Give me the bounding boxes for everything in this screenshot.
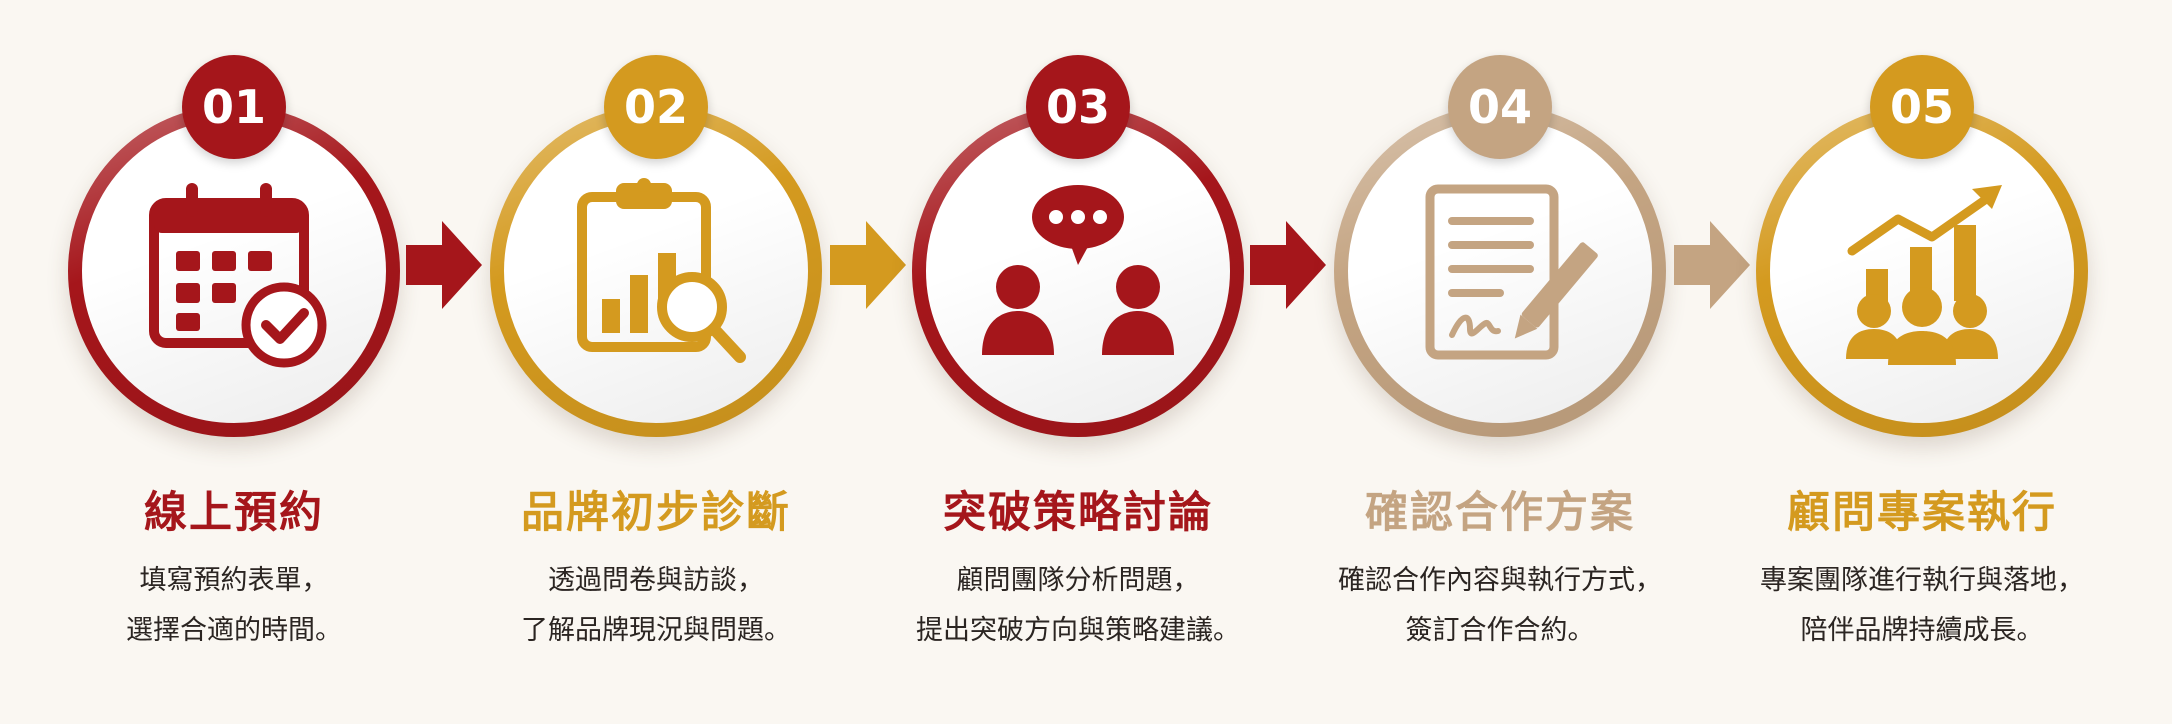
contract-signing-icon [1400, 175, 1600, 375]
step-number-badge: 05 [1870, 55, 1974, 159]
step-number-badge: 04 [1448, 55, 1552, 159]
step-title: 線上預約 [144, 488, 324, 538]
step-description: 填寫預約表單， 選擇合適的時間。 [24, 556, 444, 656]
step-description-line: 選擇合適的時間。 [126, 615, 342, 646]
step-description-line: 陪伴品牌持續成長。 [1800, 615, 2044, 646]
step-description: 確認合作內容與執行方式， 簽訂合作合約。 [1290, 556, 1710, 656]
arrow-right-icon [1674, 215, 1750, 315]
arrow-right-icon [406, 215, 482, 315]
step-number-badge: 03 [1026, 55, 1130, 159]
clipboard-chart-magnifier-icon [556, 175, 756, 375]
step-5: 05 顧問專案執行 專案團隊進行執行與落地， 陪伴品牌持續成長。 [1712, 0, 2132, 724]
step-description-line: 了解品牌現況與問題。 [521, 615, 791, 646]
step-description-line: 簽訂合作合約。 [1405, 615, 1595, 646]
step-description: 顧問團隊分析問題， 提出突破方向與策略建議。 [868, 556, 1288, 656]
step-title: 顧問專案執行 [1787, 488, 2057, 538]
step-ring [1334, 105, 1666, 437]
step-2: 02 品牌初步診斷 透過問卷與訪談， 了解品牌現況與問題。 [446, 0, 866, 724]
step-description-line: 透過問卷與訪談， [548, 565, 764, 596]
team-growth-chart-icon [1822, 175, 2022, 375]
step-title: 突破策略討論 [943, 488, 1213, 538]
arrow-right-icon [1250, 215, 1326, 315]
step-description: 專案團隊進行執行與落地， 陪伴品牌持續成長。 [1712, 556, 2132, 656]
step-1: 01 線上預約 填寫預約表單， 選擇合適的時間。 [24, 0, 444, 724]
step-number-badge: 02 [604, 55, 708, 159]
step-title: 品牌初步診斷 [521, 488, 791, 538]
step-4: 04 確認合作方案 確認合作內容與執行方式， 簽訂合作合約。 [1290, 0, 1710, 724]
step-3: 03 突破策略討論 顧問團隊分析問題， 提出突破方向與策略建議。 [868, 0, 1288, 724]
discussion-people-icon [978, 175, 1178, 375]
step-description-line: 專案團隊進行執行與落地， [1760, 565, 2084, 596]
arrow-right-icon [830, 215, 906, 315]
step-title: 確認合作方案 [1365, 488, 1635, 538]
step-description-line: 提出突破方向與策略建議。 [916, 615, 1240, 646]
step-description-line: 顧問團隊分析問題， [956, 565, 1200, 596]
step-description: 透過問卷與訪談， 了解品牌現況與問題。 [446, 556, 866, 656]
step-number-badge: 01 [182, 55, 286, 159]
calendar-check-icon [134, 175, 334, 375]
step-description-line: 確認合作內容與執行方式， [1338, 565, 1662, 596]
step-description-line: 填寫預約表單， [139, 565, 329, 596]
